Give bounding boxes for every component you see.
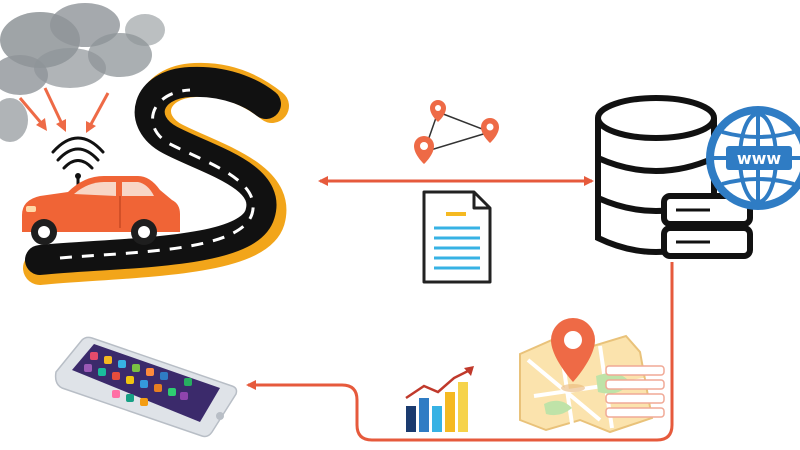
pollution-cloud-icon bbox=[0, 3, 165, 142]
data-document-icon bbox=[422, 190, 492, 284]
sensor-arrows-icon bbox=[18, 87, 110, 133]
www-globe-icon: www bbox=[706, 106, 800, 210]
car-icon bbox=[22, 176, 180, 245]
app-grid bbox=[84, 352, 192, 406]
map-location-icon bbox=[519, 318, 665, 434]
database-server-icon bbox=[595, 95, 753, 259]
www-label: www bbox=[737, 149, 782, 168]
connector-lines bbox=[246, 176, 674, 442]
server-to-phone-arrow bbox=[246, 262, 674, 442]
bar-chart-icon bbox=[405, 366, 474, 432]
smartphone-icon bbox=[54, 336, 238, 438]
route-pins-icon bbox=[414, 100, 499, 164]
road-icon bbox=[23, 62, 289, 285]
